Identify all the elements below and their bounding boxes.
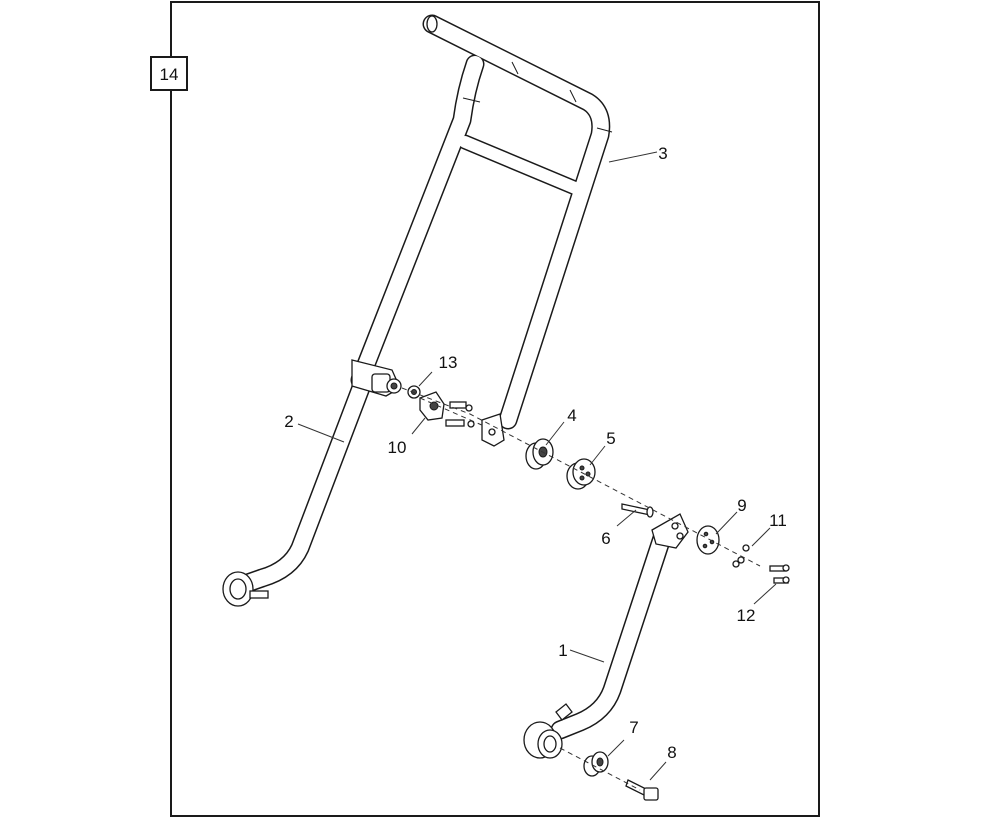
part-2-left-arm bbox=[222, 359, 402, 607]
diagram-frame bbox=[170, 1, 820, 817]
part-7-bushing bbox=[583, 751, 609, 777]
callout-9: 9 bbox=[737, 496, 746, 515]
assembly-axes bbox=[401, 387, 761, 791]
callout-8: 8 bbox=[667, 743, 676, 762]
callout-2: 2 bbox=[284, 412, 293, 431]
callout-12: 12 bbox=[737, 606, 756, 625]
figure-number: 14 bbox=[160, 65, 179, 84]
part-8-bolt bbox=[625, 779, 659, 801]
callout-11: 11 bbox=[769, 511, 787, 530]
part-3-upper-frame bbox=[350, 14, 613, 447]
callout-4: 4 bbox=[567, 406, 576, 425]
figure-number-badge: 14 bbox=[150, 56, 188, 91]
callout-6: 6 bbox=[601, 529, 610, 548]
part-5-disc bbox=[566, 458, 596, 490]
part-10-knob bbox=[419, 391, 445, 421]
callout-1: 1 bbox=[558, 641, 567, 660]
callout-labels: 1 2 3 4 5 6 7 8 9 10 11 12 13 bbox=[284, 144, 787, 762]
callout-10: 10 bbox=[388, 438, 407, 457]
part-11-washers bbox=[732, 544, 750, 568]
callout-5: 5 bbox=[606, 429, 615, 448]
part-1-right-arm bbox=[523, 513, 689, 759]
leader-lines bbox=[297, 151, 777, 781]
knob-fasteners bbox=[445, 401, 475, 428]
part-9-plate bbox=[696, 525, 720, 555]
callout-7: 7 bbox=[629, 718, 638, 737]
callout-13: 13 bbox=[439, 353, 458, 372]
part-4-spacer bbox=[525, 438, 554, 470]
part-6-pin bbox=[621, 503, 654, 518]
part-13-nut bbox=[407, 385, 421, 399]
part-12-screws bbox=[769, 564, 790, 584]
callout-3: 3 bbox=[658, 144, 667, 163]
